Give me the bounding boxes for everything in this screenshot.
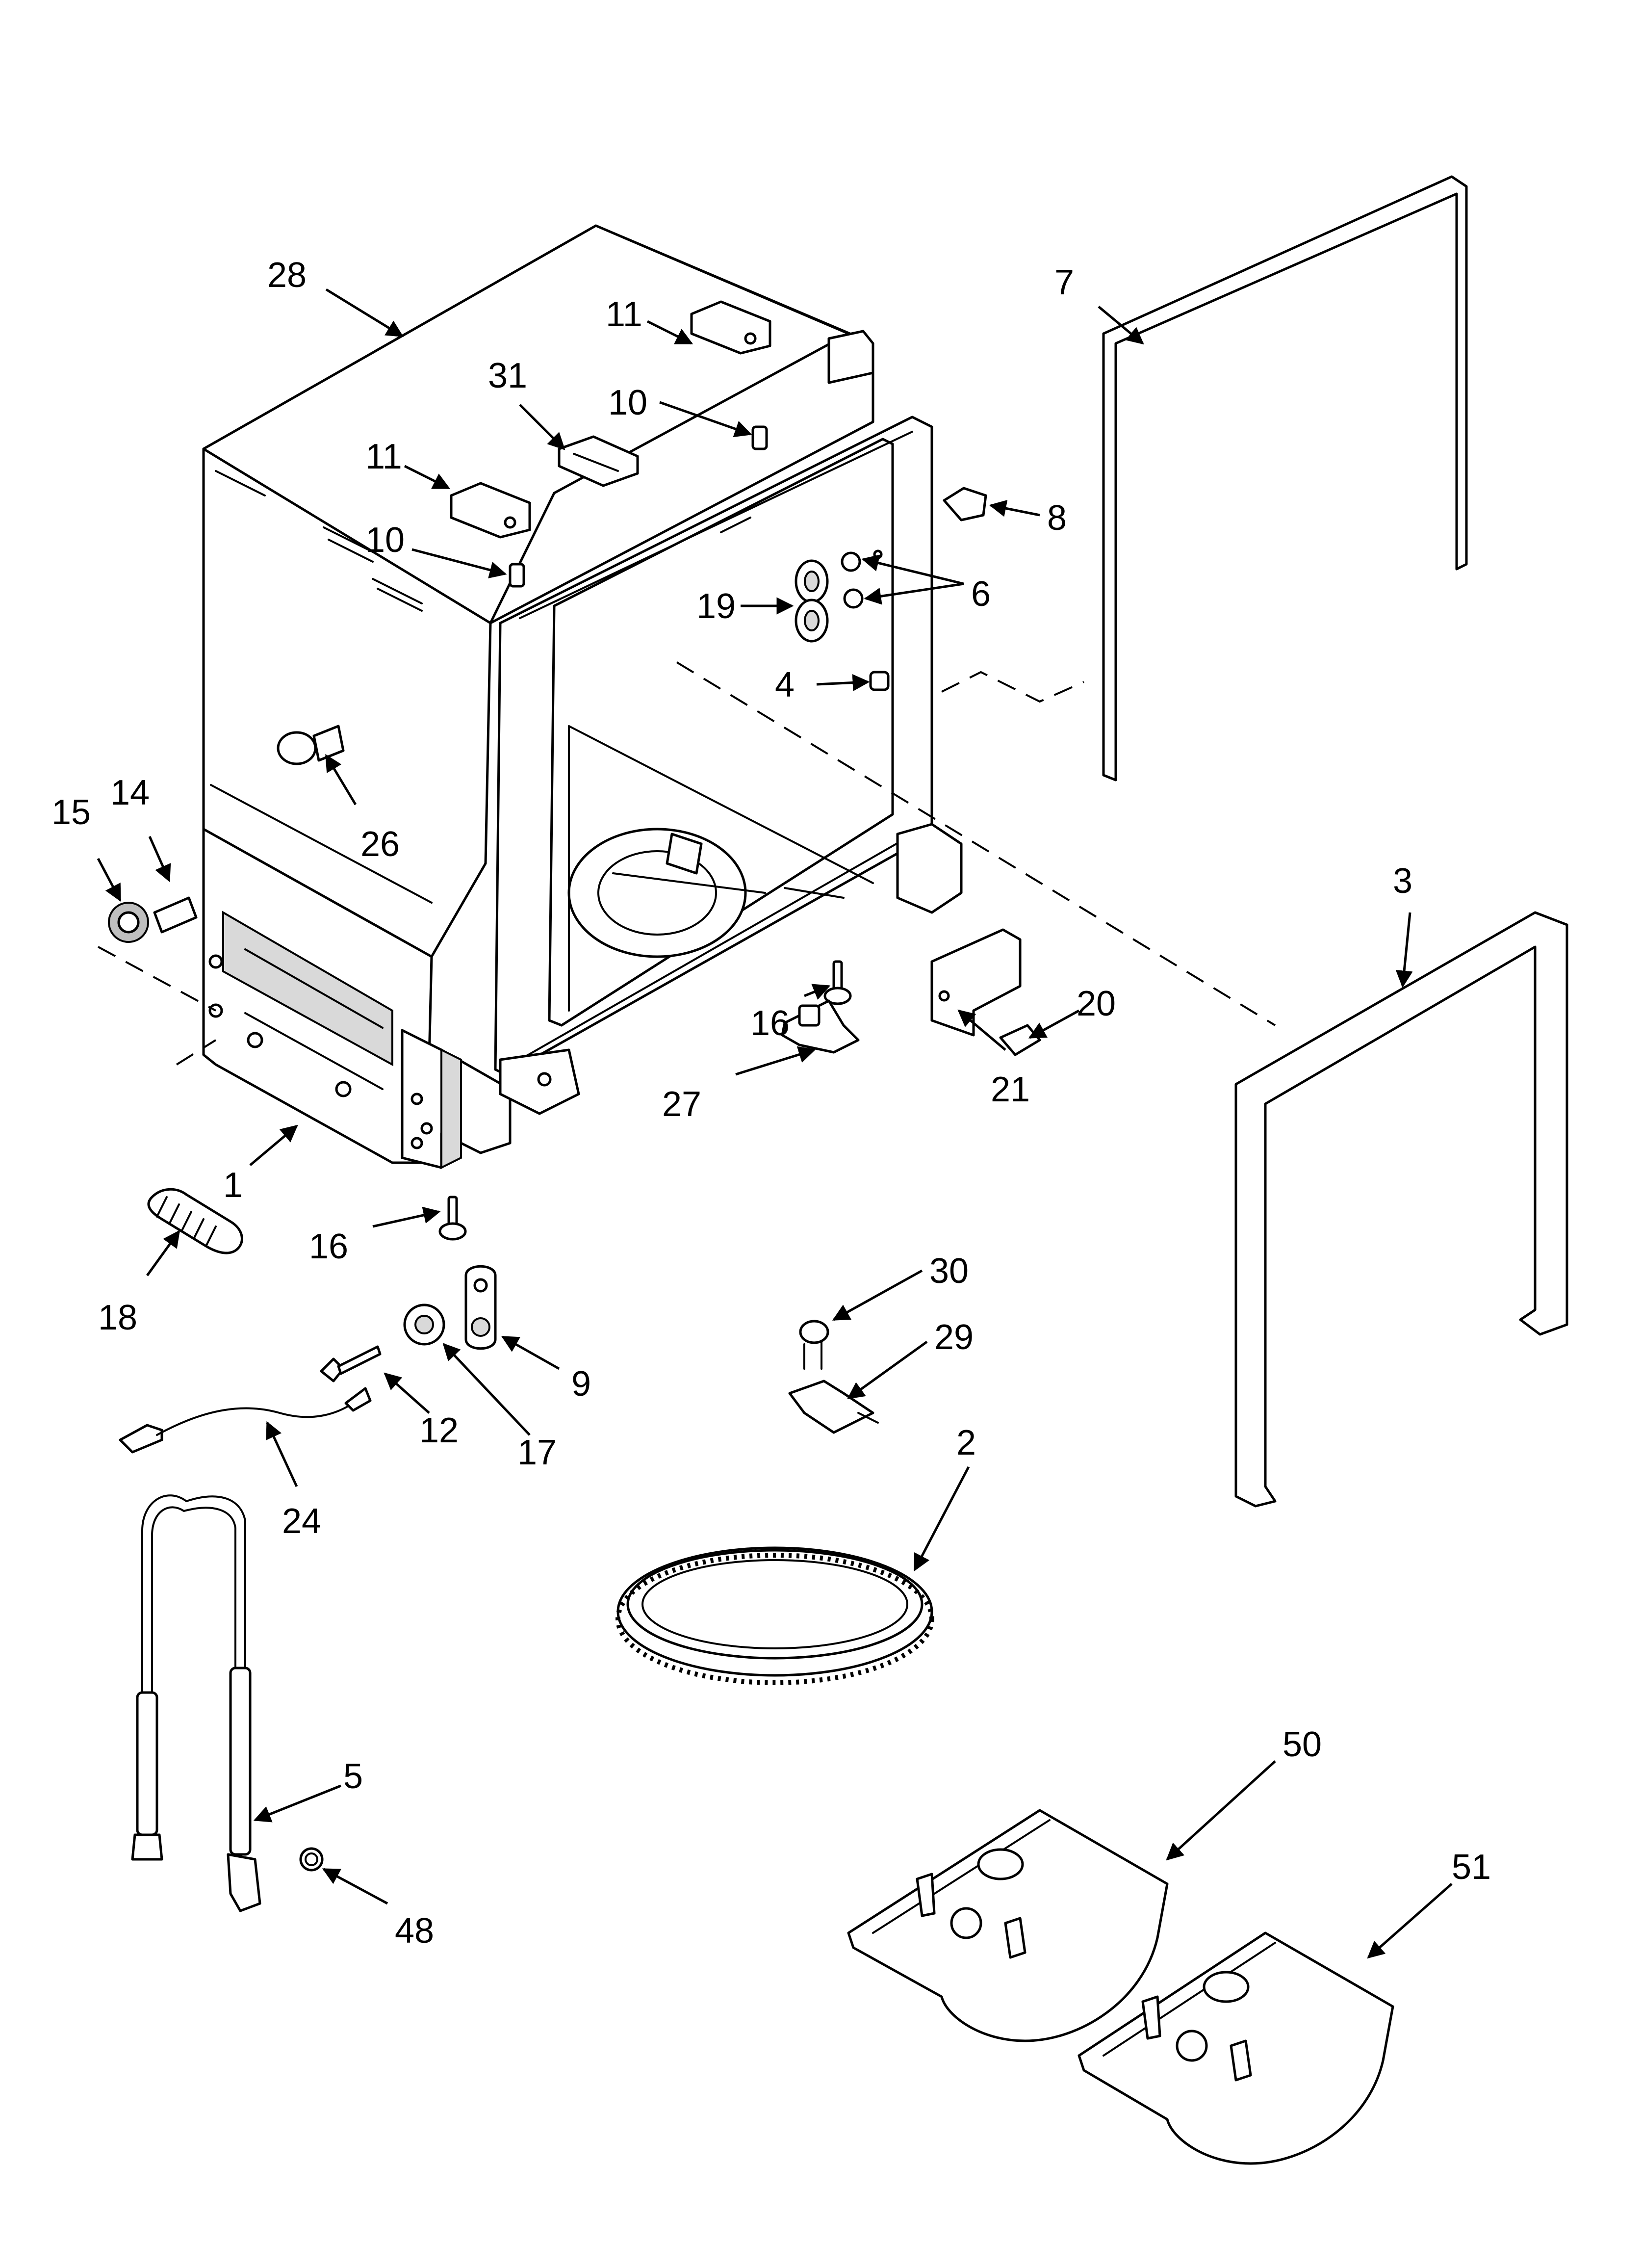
part-31-clip: [558, 435, 639, 487]
callout-51: 51: [1452, 1848, 1491, 1887]
part-48-clamp: [299, 1847, 324, 1872]
callout-28: 28: [267, 256, 307, 295]
callout-3: 3: [1393, 861, 1412, 901]
part-17-wheel: [403, 1303, 445, 1346]
callout-14: 14: [110, 773, 150, 812]
part-20-screw: [999, 1024, 1041, 1056]
part-15-cap: [108, 902, 149, 943]
callout-24: 24: [282, 1502, 321, 1541]
dashed-line-3: [676, 661, 1276, 1026]
dashed-line-15: [98, 946, 216, 1012]
dashed-line-1: [176, 1039, 217, 1066]
callout-9: 9: [571, 1364, 591, 1404]
callout-29: 29: [934, 1318, 974, 1357]
part-8-screw: [943, 487, 987, 521]
callout-30: 30: [929, 1251, 969, 1291]
part-5-hose: [131, 1494, 261, 1912]
callout-20: 20: [1077, 984, 1116, 1023]
callout-4: 4: [775, 665, 795, 704]
callout-31: 31: [488, 356, 527, 395]
part-24-wire: [119, 1387, 372, 1454]
callout-8: 8: [1047, 498, 1067, 538]
part-50-hardware-bag: [847, 1809, 1169, 2042]
callout-16-lower: 16: [309, 1227, 348, 1266]
callout-27: 27: [662, 1085, 701, 1124]
callout-15: 15: [51, 793, 91, 832]
callout-2: 2: [956, 1423, 976, 1462]
part-30-clip: [799, 1320, 829, 1370]
part-27-clip: [781, 999, 860, 1054]
part-4-stop: [869, 671, 890, 691]
part-10-upper-screw: [751, 425, 768, 450]
callout-50: 50: [1283, 1725, 1322, 1764]
callout-10-lower: 10: [365, 521, 405, 560]
callout-12: 12: [419, 1411, 459, 1450]
callout-7: 7: [1054, 263, 1074, 302]
part-18-spring: [147, 1188, 243, 1254]
leader-lines: [97, 288, 1453, 1959]
tub-assembly: [202, 224, 963, 1170]
callout-18: 18: [98, 1298, 137, 1337]
callout-48: 48: [395, 1911, 434, 1951]
part-11-lower-bracket: [450, 482, 531, 539]
callout-21: 21: [991, 1070, 1030, 1109]
callout-11-upper: 11: [606, 295, 642, 334]
part-29-bracket: [788, 1380, 879, 1434]
part-3-u-gasket: [1234, 911, 1568, 1508]
callout-19: 19: [696, 587, 736, 626]
part-51-hardware-bag: [1078, 1931, 1394, 2165]
part-16-upper-foot: [823, 960, 852, 1005]
part-12-bolt: [320, 1345, 382, 1382]
callout-6: 6: [971, 574, 991, 614]
callout-26: 26: [360, 825, 400, 864]
callout-1: 1: [223, 1166, 243, 1205]
dashed-line-7: [941, 671, 1084, 703]
callout-17: 17: [517, 1433, 557, 1472]
part-7-gasket: [1102, 175, 1468, 782]
part-26-plug: [277, 725, 345, 765]
callout-5: 5: [343, 1757, 363, 1796]
callout-11-lower: 11: [365, 437, 402, 476]
callout-16-upper: 16: [750, 1004, 790, 1043]
part-2-ring-gasket: [616, 1546, 934, 1685]
part-19-rollers: [795, 559, 829, 643]
part-10-lower-screw: [509, 563, 525, 588]
part-21-bracket: [930, 928, 1022, 1037]
part-14-bolt: [153, 896, 198, 934]
part-9-bracket: [464, 1265, 497, 1350]
part-16-lower-foot: [438, 1196, 467, 1241]
callout-10-upper: 10: [608, 383, 647, 422]
callout-labels: 28 7 11 31 10 11 10 8 19 6 4 26 15 14 3 …: [51, 256, 1491, 1951]
